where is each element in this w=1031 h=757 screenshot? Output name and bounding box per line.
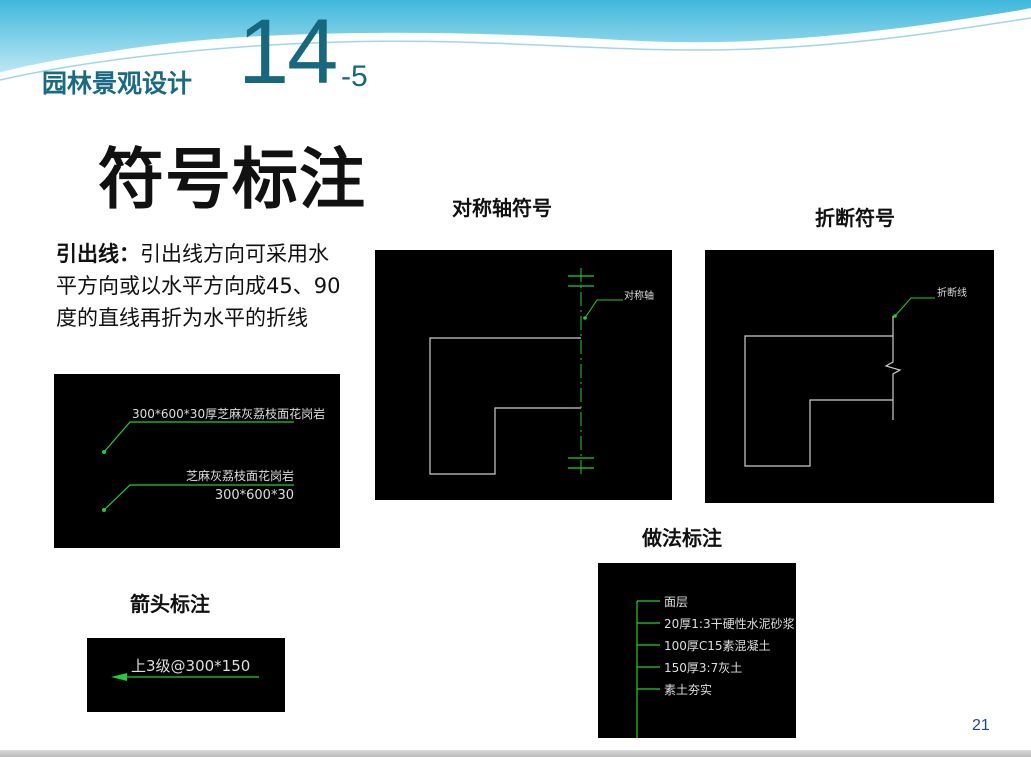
leader-dot-1 xyxy=(102,450,106,454)
break-line-drawing: 折断线 xyxy=(705,250,994,503)
broken-shape-outline xyxy=(744,335,893,467)
break-symbol-line xyxy=(884,316,902,420)
method-layer-4: 150厚3:7灰土 xyxy=(664,661,742,675)
break-line-label: 折断线 xyxy=(937,286,967,299)
leader-dot-2 xyxy=(102,508,106,512)
arrow-annotation-drawing: 上3级@300*150 xyxy=(87,638,285,712)
arrow-annotation-heading: 箭头标注 xyxy=(130,592,210,616)
arrow-label: 上3级@300*150 xyxy=(131,657,250,675)
break-leader xyxy=(894,297,935,317)
leader-label-1: 300*600*30厚芝麻灰荔枝面花岗岩 xyxy=(132,406,325,421)
half-shape-outline xyxy=(429,337,581,475)
page-number: 21 xyxy=(972,717,990,734)
leader-description: 引出线：引出线方向可采用水平方向或以水平方向成45、90度的直线再折为水平的折线 xyxy=(56,238,341,334)
leader-line-1 xyxy=(103,421,294,453)
leader-label-2-top: 芝麻灰荔枝面花岗岩 xyxy=(186,468,294,483)
symmetry-axis-drawing: 对称轴 xyxy=(375,250,672,500)
header-wave-decoration xyxy=(0,0,1031,81)
footer-bar xyxy=(0,750,1031,757)
leader-term: 引出线： xyxy=(56,242,140,266)
symmetry-axis-heading: 对称轴符号 xyxy=(452,196,552,220)
leader-label-2-bottom: 300*600*30 xyxy=(215,488,294,503)
arrow-head-icon xyxy=(111,673,127,681)
method-annotation-heading: 做法标注 xyxy=(642,526,722,550)
course-title: 园林景观设计 xyxy=(42,69,193,98)
leader-description-text: 引出线方向可采用水平方向或以水平方向成45、90度的直线再折为水平的折线 xyxy=(56,242,341,330)
symmetry-axis-label: 对称轴 xyxy=(624,289,654,302)
break-line-heading: 折断符号 xyxy=(815,206,895,230)
method-layer-1: 面层 xyxy=(664,595,688,609)
chapter-number: 14 xyxy=(238,1,338,103)
method-annotation-drawing: 面层 20厚1:3干硬性水泥砂浆 100厚C15素混凝土 150厚3:7灰土 素… xyxy=(598,563,796,738)
chapter-subnumber: -5 xyxy=(341,60,368,93)
method-layer-3: 100厚C15素混凝土 xyxy=(664,638,771,653)
symmetry-leader xyxy=(584,299,623,319)
slide-title: 符号标注 xyxy=(98,141,366,218)
leader-line-2 xyxy=(103,484,294,511)
method-layer-5: 素土夯实 xyxy=(664,682,712,697)
leader-line-drawing: 300*600*30厚芝麻灰荔枝面花岗岩 芝麻灰荔枝面花岗岩 300*600*3… xyxy=(54,374,340,548)
method-layer-2: 20厚1:3干硬性水泥砂浆 xyxy=(664,616,795,631)
